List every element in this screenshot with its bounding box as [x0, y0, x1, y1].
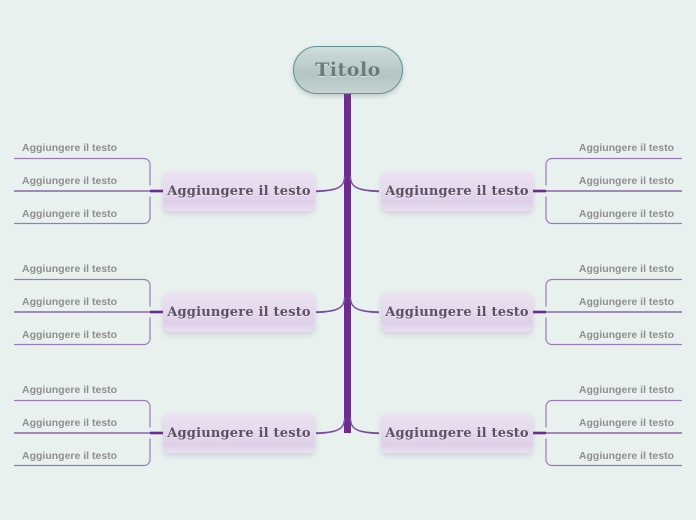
trunk-line	[344, 93, 351, 433]
leaf-item[interactable]: Aggiungere il testo	[578, 296, 674, 308]
branch-node-right-1[interactable]: Aggiungere il testo	[381, 171, 533, 211]
branch-node-label: Aggiungere il testo	[385, 183, 529, 199]
leaf-item[interactable]: Aggiungere il testo	[22, 175, 118, 187]
leaf-item[interactable]: Aggiungere il testo	[22, 208, 118, 220]
branch-stroke-left-3	[316, 418, 346, 435]
branch-node-label: Aggiungere il testo	[167, 304, 311, 320]
leaf-item[interactable]: Aggiungere il testo	[578, 175, 674, 187]
branch-node-label: Aggiungere il testo	[385, 304, 529, 320]
branch-node-label: Aggiungere il testo	[167, 425, 311, 441]
leaf-item[interactable]: Aggiungere il testo	[22, 450, 118, 462]
branch-stroke-left-1	[316, 176, 346, 193]
leaf-item[interactable]: Aggiungere il testo	[578, 384, 674, 396]
leaf-item[interactable]: Aggiungere il testo	[578, 263, 674, 275]
branch-node-label: Aggiungere il testo	[385, 425, 529, 441]
branch-stroke-right-3	[349, 418, 379, 435]
leaf-item[interactable]: Aggiungere il testo	[578, 450, 674, 462]
leaf-item[interactable]: Aggiungere il testo	[578, 329, 674, 341]
leaf-item[interactable]: Aggiungere il testo	[578, 417, 674, 429]
root-node-label: Titolo	[315, 59, 381, 81]
branch-node-left-2[interactable]: Aggiungere il testo	[163, 292, 315, 332]
branch-node-right-2[interactable]: Aggiungere il testo	[381, 292, 533, 332]
leaf-item[interactable]: Aggiungere il testo	[578, 208, 674, 220]
branch-stroke-right-2	[349, 297, 379, 314]
branch-node-left-3[interactable]: Aggiungere il testo	[163, 413, 315, 453]
root-node[interactable]: Titolo	[293, 46, 403, 94]
leaf-item[interactable]: Aggiungere il testo	[22, 263, 118, 275]
branch-node-right-3[interactable]: Aggiungere il testo	[381, 413, 533, 453]
branch-node-left-1[interactable]: Aggiungere il testo	[163, 171, 315, 211]
branch-stroke-right-1	[349, 176, 379, 193]
leaf-item[interactable]: Aggiungere il testo	[22, 142, 118, 154]
branch-stroke-left-2	[316, 297, 346, 314]
leaf-item[interactable]: Aggiungere il testo	[22, 384, 118, 396]
leaf-item[interactable]: Aggiungere il testo	[22, 296, 118, 308]
leaf-item[interactable]: Aggiungere il testo	[578, 142, 674, 154]
leaf-item[interactable]: Aggiungere il testo	[22, 417, 118, 429]
branch-node-label: Aggiungere il testo	[167, 183, 311, 199]
leaf-item[interactable]: Aggiungere il testo	[22, 329, 118, 341]
